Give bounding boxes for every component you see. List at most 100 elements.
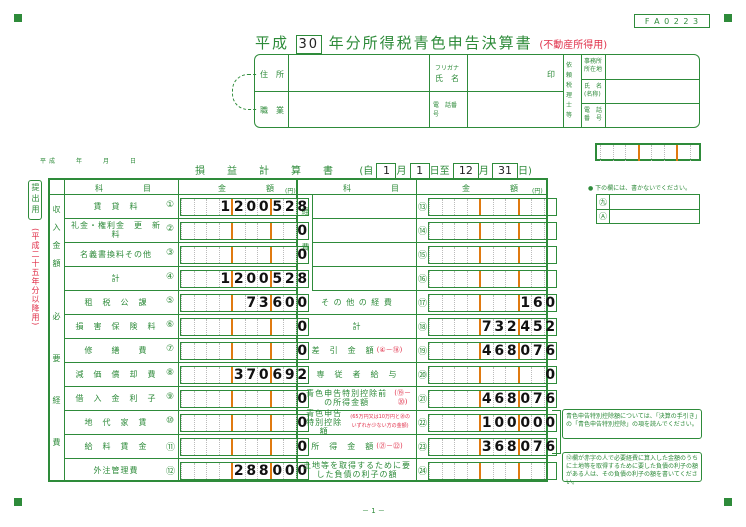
digit-cell[interactable] xyxy=(492,199,506,215)
digit-cell[interactable]: 1 xyxy=(479,415,493,431)
digit-cell[interactable] xyxy=(454,271,467,287)
amount-field[interactable]: 0 xyxy=(180,246,309,264)
amount-field[interactable]: 0 xyxy=(180,222,309,240)
digit-cell[interactable] xyxy=(479,223,493,239)
amount-field[interactable] xyxy=(428,270,557,288)
digit-cell[interactable] xyxy=(283,415,296,431)
digit-cell[interactable] xyxy=(218,439,232,455)
digit-cell[interactable]: 2 xyxy=(505,319,517,335)
digit-cell[interactable] xyxy=(517,463,532,479)
digit-cell[interactable] xyxy=(206,391,219,407)
digit-cell[interactable] xyxy=(181,199,194,215)
digit-cell[interactable]: 0 xyxy=(257,367,269,383)
phone-field[interactable] xyxy=(469,95,561,125)
digit-cell[interactable] xyxy=(441,463,455,479)
digit-cell[interactable] xyxy=(283,391,296,407)
digit-cell[interactable] xyxy=(479,367,493,383)
digit-cell[interactable]: 0 xyxy=(257,271,269,287)
digit-cell[interactable] xyxy=(218,415,232,431)
digit-cell[interactable] xyxy=(218,247,232,263)
digit-cell[interactable] xyxy=(479,199,493,215)
digit-cell[interactable] xyxy=(244,319,258,335)
digit-cell[interactable] xyxy=(244,247,258,263)
digit-cell[interactable] xyxy=(218,367,232,383)
digit-cell[interactable] xyxy=(283,343,296,359)
digit-cell[interactable] xyxy=(193,247,207,263)
amount-field[interactable] xyxy=(428,198,557,216)
digit-cell[interactable] xyxy=(454,343,467,359)
digit-cell[interactable] xyxy=(269,247,284,263)
digit-cell[interactable] xyxy=(231,415,245,431)
digit-cell[interactable]: 7 xyxy=(531,391,543,407)
digit-cell[interactable] xyxy=(517,199,532,215)
occupation-field[interactable] xyxy=(291,95,427,125)
digit-cell[interactable] xyxy=(244,391,258,407)
digit-cell[interactable] xyxy=(206,367,219,383)
digit-cell[interactable] xyxy=(231,439,245,455)
digit-cell[interactable] xyxy=(231,343,245,359)
name-field[interactable] xyxy=(469,59,559,89)
digit-cell[interactable] xyxy=(531,199,544,215)
digit-cell[interactable] xyxy=(193,463,207,479)
digit-cell[interactable]: 8 xyxy=(244,463,257,479)
digit-cell[interactable]: 0 xyxy=(531,415,543,431)
digit-cell[interactable] xyxy=(454,199,467,215)
digit-cell[interactable]: 0 xyxy=(295,463,308,479)
digit-cell[interactable]: 6 xyxy=(269,367,284,383)
digit-cell[interactable] xyxy=(181,247,194,263)
digit-cell[interactable]: 3 xyxy=(257,295,269,311)
digit-cell[interactable] xyxy=(429,415,442,431)
digit-cell[interactable] xyxy=(441,319,455,335)
digit-cell[interactable] xyxy=(466,367,480,383)
digit-cell[interactable] xyxy=(429,343,442,359)
digit-cell[interactable] xyxy=(181,343,194,359)
digit-cell[interactable]: 6 xyxy=(269,295,284,311)
digit-cell[interactable] xyxy=(492,463,506,479)
digit-cell[interactable]: 8 xyxy=(505,343,517,359)
digit-cell[interactable] xyxy=(218,463,232,479)
digit-cell[interactable] xyxy=(429,199,442,215)
amount-field[interactable]: 0 xyxy=(180,318,309,336)
digit-cell[interactable] xyxy=(193,319,207,335)
digit-cell[interactable] xyxy=(441,415,455,431)
digit-cell[interactable]: 2 xyxy=(295,367,308,383)
period-end-month[interactable]: 12 xyxy=(452,163,479,179)
digit-cell[interactable] xyxy=(206,415,219,431)
digit-cell[interactable] xyxy=(466,415,480,431)
digit-cell[interactable] xyxy=(193,271,207,287)
digit-cell[interactable] xyxy=(231,391,245,407)
digit-cell[interactable] xyxy=(206,319,219,335)
digit-cell[interactable] xyxy=(492,247,506,263)
digit-cell[interactable] xyxy=(244,439,258,455)
digit-cell[interactable] xyxy=(441,199,455,215)
digit-cell[interactable] xyxy=(193,439,207,455)
digit-cell[interactable]: 7 xyxy=(479,319,493,335)
digit-cell[interactable] xyxy=(441,343,455,359)
digit-cell[interactable]: 0 xyxy=(517,343,532,359)
digit-cell[interactable]: 5 xyxy=(531,319,543,335)
digit-cell[interactable] xyxy=(531,271,544,287)
amount-field[interactable]: 0 xyxy=(180,414,309,432)
digit-cell[interactable]: 2 xyxy=(283,199,295,215)
digit-cell[interactable] xyxy=(429,295,442,311)
digit-cell[interactable]: 0 xyxy=(283,463,295,479)
digit-cell[interactable] xyxy=(231,295,245,311)
digit-cell[interactable] xyxy=(244,415,258,431)
digit-cell[interactable] xyxy=(231,319,245,335)
digit-cell[interactable]: 0 xyxy=(295,391,308,407)
amount-field[interactable]: 0 xyxy=(180,438,309,456)
digit-cell[interactable] xyxy=(206,271,219,287)
digit-cell[interactable] xyxy=(429,391,442,407)
digit-cell[interactable] xyxy=(283,319,296,335)
digit-cell[interactable]: 0 xyxy=(295,223,308,239)
digit-cell[interactable] xyxy=(479,271,493,287)
digit-cell[interactable] xyxy=(492,367,506,383)
amount-field[interactable] xyxy=(428,462,557,480)
digit-cell[interactable]: 0 xyxy=(257,199,269,215)
